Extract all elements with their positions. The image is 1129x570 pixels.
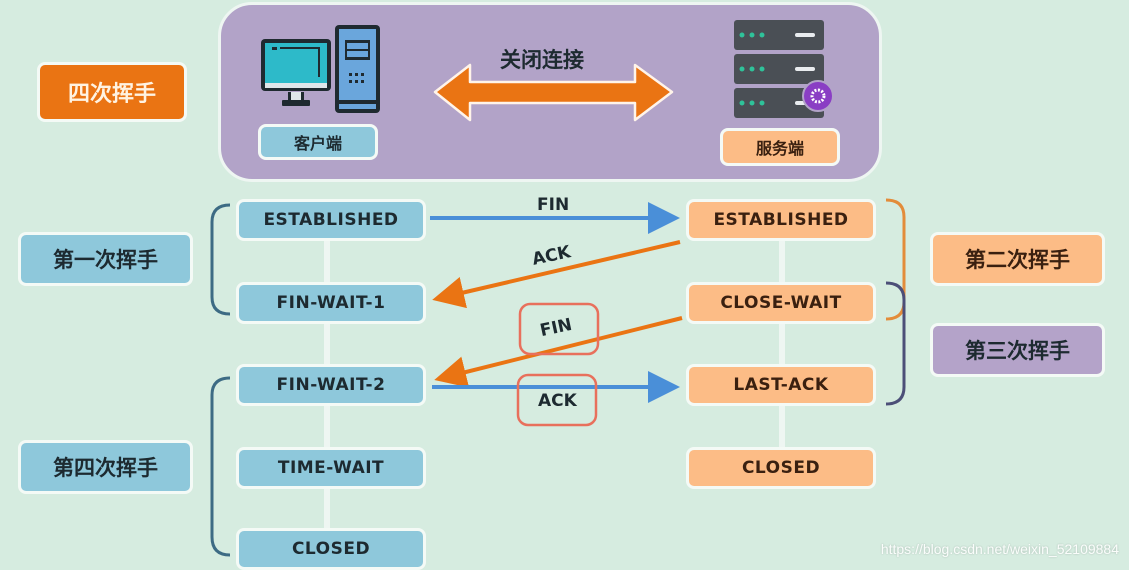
phase-third-wave: 第三次挥手 (930, 323, 1105, 377)
bracket-first (210, 203, 231, 316)
message-fin-2: FIN (538, 314, 574, 342)
phase-first-wave: 第一次挥手 (18, 232, 193, 286)
server-state-closed: CLOSED (686, 447, 876, 489)
phase-fourth-wave: 第四次挥手 (18, 440, 193, 494)
client-state-time-wait: TIME-WAIT (236, 447, 426, 489)
server-state-last-ack: LAST-ACK (686, 364, 876, 406)
message-ack-2: ACK (538, 391, 577, 411)
close-connection-label: 关闭连接 (500, 48, 584, 72)
server-label: 服务端 (720, 128, 840, 166)
message-ack-1: ACK (530, 242, 573, 270)
bracket-second (885, 198, 906, 321)
bracket-fourth (210, 376, 231, 557)
server-timeline (779, 235, 785, 455)
phase-second-wave: 第二次挥手 (930, 232, 1105, 286)
client-label: 客户端 (258, 124, 378, 160)
server-state-close-wait: CLOSE-WAIT (686, 282, 876, 324)
client-state-closed: CLOSED (236, 528, 426, 570)
client-state-established: ESTABLISHED (236, 199, 426, 241)
watermark: https://blog.csdn.net/weixin_52109884 (880, 541, 1119, 557)
message-fin-1: FIN (537, 195, 570, 215)
server-state-established: ESTABLISHED (686, 199, 876, 241)
bracket-third (885, 281, 906, 406)
title-badge: 四次挥手 (37, 62, 187, 122)
client-state-fin-wait-1: FIN-WAIT-1 (236, 282, 426, 324)
client-state-fin-wait-2: FIN-WAIT-2 (236, 364, 426, 406)
